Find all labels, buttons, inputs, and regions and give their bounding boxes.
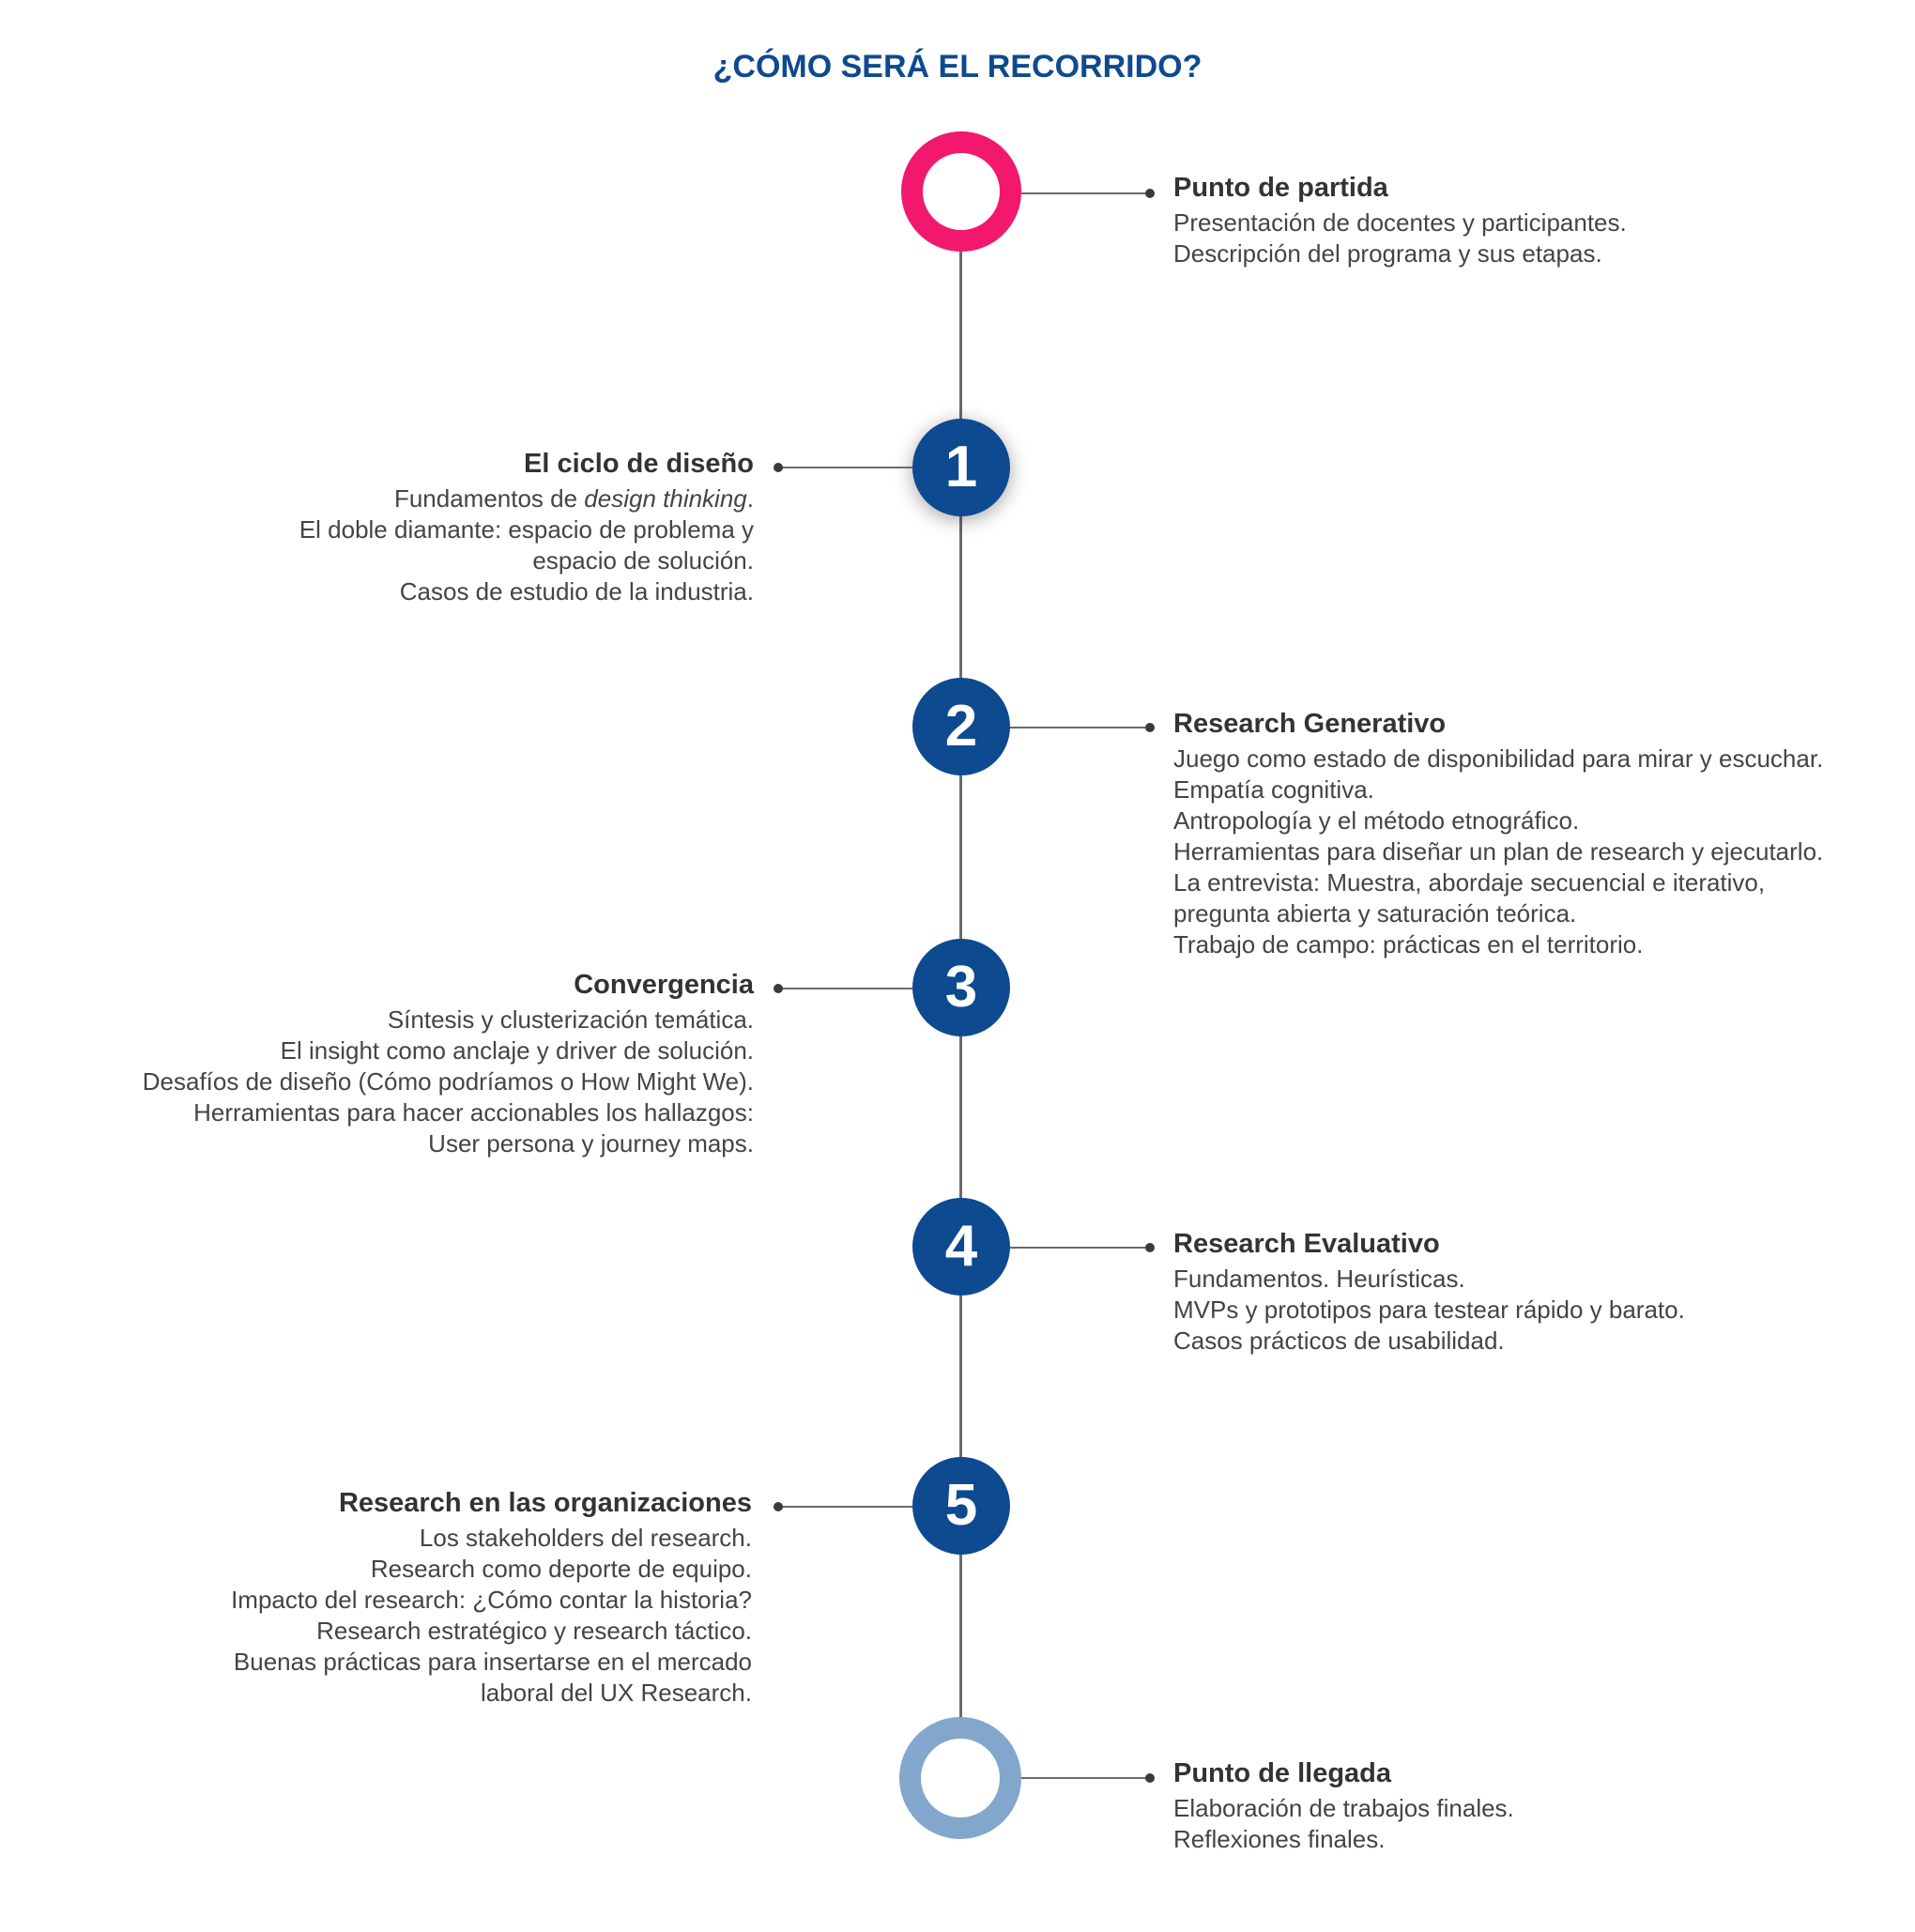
step-4-connector — [1010, 1243, 1155, 1252]
step-3-line: Síntesis y clusterización temática. — [387, 1005, 754, 1034]
step-3-line: Desafíos de diseño (Cómo podríamos o How… — [142, 1067, 754, 1096]
step-4-line: Fundamentos. Heurísticas. — [1173, 1265, 1465, 1293]
step-1-number: 1 — [912, 419, 1010, 516]
step-2-line: La entrevista: Muestra, abordaje secuenc… — [1173, 868, 1766, 897]
step-1-line: espacio de solución. — [532, 546, 754, 575]
step-2-line: Trabajo de campo: prácticas en el territ… — [1173, 930, 1644, 958]
end-line: Elaboración de trabajos finales. — [1173, 1794, 1514, 1822]
step-4-heading: Research Evaluativo — [1173, 1229, 1440, 1259]
step-4-line: Casos prácticos de usabilidad. — [1173, 1326, 1505, 1355]
step-2-line: Antropología y el método etnográfico. — [1173, 806, 1580, 835]
step-5-line: Research estratégico y research táctico. — [316, 1617, 752, 1645]
start-line: Presentación de docentes y participantes… — [1173, 208, 1627, 237]
start-heading: Punto de partida — [1173, 173, 1388, 203]
end-line: Reflexiones finales. — [1173, 1825, 1386, 1853]
step-3-heading: Convergencia — [574, 970, 754, 1000]
step-4-block: Research Evaluativo Fundamentos. Heuríst… — [1173, 1229, 1887, 1357]
step-2-line: pregunta abierta y saturación teórica. — [1173, 899, 1577, 928]
step-5-line: Impacto del research: ¿Cómo contar la hi… — [231, 1586, 752, 1614]
end-connector — [1021, 1773, 1155, 1783]
step-1-line: Casos de estudio de la industria. — [399, 577, 754, 606]
step-5-block: Research en las organizaciones Los stake… — [38, 1488, 752, 1709]
page-title: ¿CÓMO SERÁ EL RECORRIDO? — [712, 49, 1203, 84]
step-3-number: 3 — [912, 939, 1010, 1036]
start-connector — [1021, 189, 1155, 198]
step-5-heading: Research en las organizaciones — [338, 1488, 752, 1518]
step-5-line: Buenas prácticas para insertarse en el m… — [233, 1648, 752, 1676]
step-3-block: Convergencia Síntesis y clusterización t… — [3, 970, 754, 1159]
step-1-connector — [774, 463, 912, 472]
end-block: Punto de llegada Elaboración de trabajos… — [1173, 1758, 1514, 1855]
step-5-line: laboral del UX Research. — [480, 1679, 752, 1707]
end-ring-icon — [899, 1717, 1021, 1839]
step-5-line: Research como deporte de equipo. — [370, 1555, 752, 1583]
step-2-line: Herramientas para diseñar un plan de res… — [1173, 837, 1824, 866]
step-1-block: El ciclo de diseño Fundamentos de design… — [40, 449, 754, 607]
step-2-block: Research Generativo Juego como estado de… — [1173, 709, 1906, 960]
step-5-connector — [774, 1502, 912, 1511]
step-1-heading: El ciclo de diseño — [524, 449, 754, 479]
start-line: Descripción del programa y sus etapas. — [1173, 239, 1602, 268]
step-2-heading: Research Generativo — [1173, 709, 1447, 739]
step-3-line: El insight como anclaje y driver de solu… — [280, 1036, 754, 1065]
step-2-connector — [1010, 723, 1155, 732]
step-3-line: Herramientas para hacer accionables los … — [193, 1098, 754, 1127]
step-1-line: Fundamentos de design thinking. — [393, 484, 754, 513]
step-2-line: Empatía cognitiva. — [1173, 775, 1374, 804]
step-3-connector — [774, 984, 912, 993]
step-4-line: MVPs y prototipos para testear rápido y … — [1173, 1296, 1685, 1324]
step-1-line: El doble diamante: espacio de problema y — [299, 515, 754, 544]
step-5-line: Los stakeholders del research. — [419, 1524, 752, 1552]
step-3-line: User persona y journey maps. — [428, 1129, 754, 1158]
start-block: Punto de partida Presentación de docente… — [1173, 173, 1627, 269]
start-ring-icon — [901, 131, 1021, 252]
step-2-number: 2 — [912, 678, 1010, 775]
step-5-number: 5 — [912, 1457, 1010, 1555]
step-4-number: 4 — [912, 1198, 1010, 1296]
step-2-line: Juego como estado de disponibilidad para… — [1173, 744, 1824, 773]
end-heading: Punto de llegada — [1173, 1758, 1392, 1788]
